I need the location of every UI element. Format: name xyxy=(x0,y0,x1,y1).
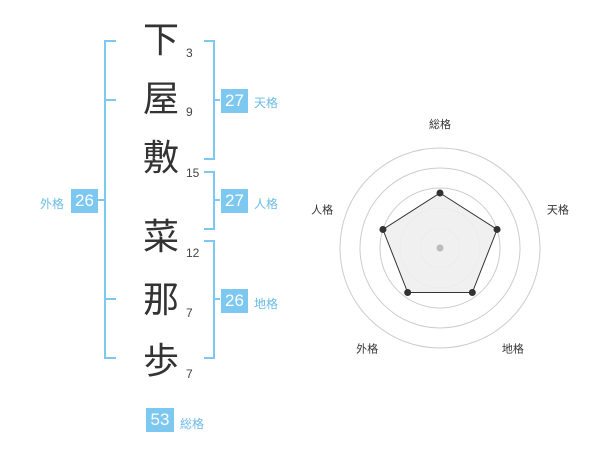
given-char-2: 那 xyxy=(142,280,179,321)
chikaku-label: 地格 xyxy=(254,297,279,311)
radar-axis-label: 天格 xyxy=(547,203,569,217)
radar-point-3 xyxy=(468,288,476,296)
surname-char-3: 敷 xyxy=(142,138,179,179)
radar-score-polygon xyxy=(382,192,498,293)
soukaku-label: 総格 xyxy=(180,417,205,431)
radar-ring-1 xyxy=(339,147,541,349)
radar-ring-2 xyxy=(359,167,521,329)
surname-strokes-3: 15 xyxy=(186,166,200,180)
gaikaku-value: 26 xyxy=(71,189,98,213)
radar-axis-label: 総格 xyxy=(429,117,451,131)
radar-point-5 xyxy=(379,225,387,233)
radar-point-2 xyxy=(493,225,501,233)
given-char-1: 菜 xyxy=(142,217,179,258)
radar-point-1 xyxy=(436,189,444,197)
jinkaku-value: 27 xyxy=(221,189,248,213)
radar-axis-label: 地格 xyxy=(502,341,524,355)
tenkaku-label: 天格 xyxy=(254,96,279,110)
given-strokes-1: 12 xyxy=(186,246,200,260)
given-strokes-2: 7 xyxy=(186,306,193,320)
soukaku-value: 53 xyxy=(146,408,174,432)
surname-char-2: 屋 xyxy=(142,79,179,120)
surname-strokes-1: 3 xyxy=(186,46,193,60)
surname-char-1: 下 xyxy=(142,20,179,61)
radar-axis-label: 人格 xyxy=(311,203,333,217)
given-char-3: 歩 xyxy=(142,341,179,382)
given-strokes-3: 7 xyxy=(186,367,193,381)
radar-axis-label: 外格 xyxy=(356,341,378,355)
surname-strokes-2: 9 xyxy=(186,105,193,119)
radar-point-4 xyxy=(404,288,412,296)
tenkaku-value: 27 xyxy=(221,89,248,113)
radar-center-dot xyxy=(436,244,444,252)
jinkaku-label: 人格 xyxy=(254,197,279,211)
radar-ring-3 xyxy=(379,187,501,309)
chikaku-value: 26 xyxy=(221,289,248,313)
gaikaku-label: 外格 xyxy=(40,197,65,211)
